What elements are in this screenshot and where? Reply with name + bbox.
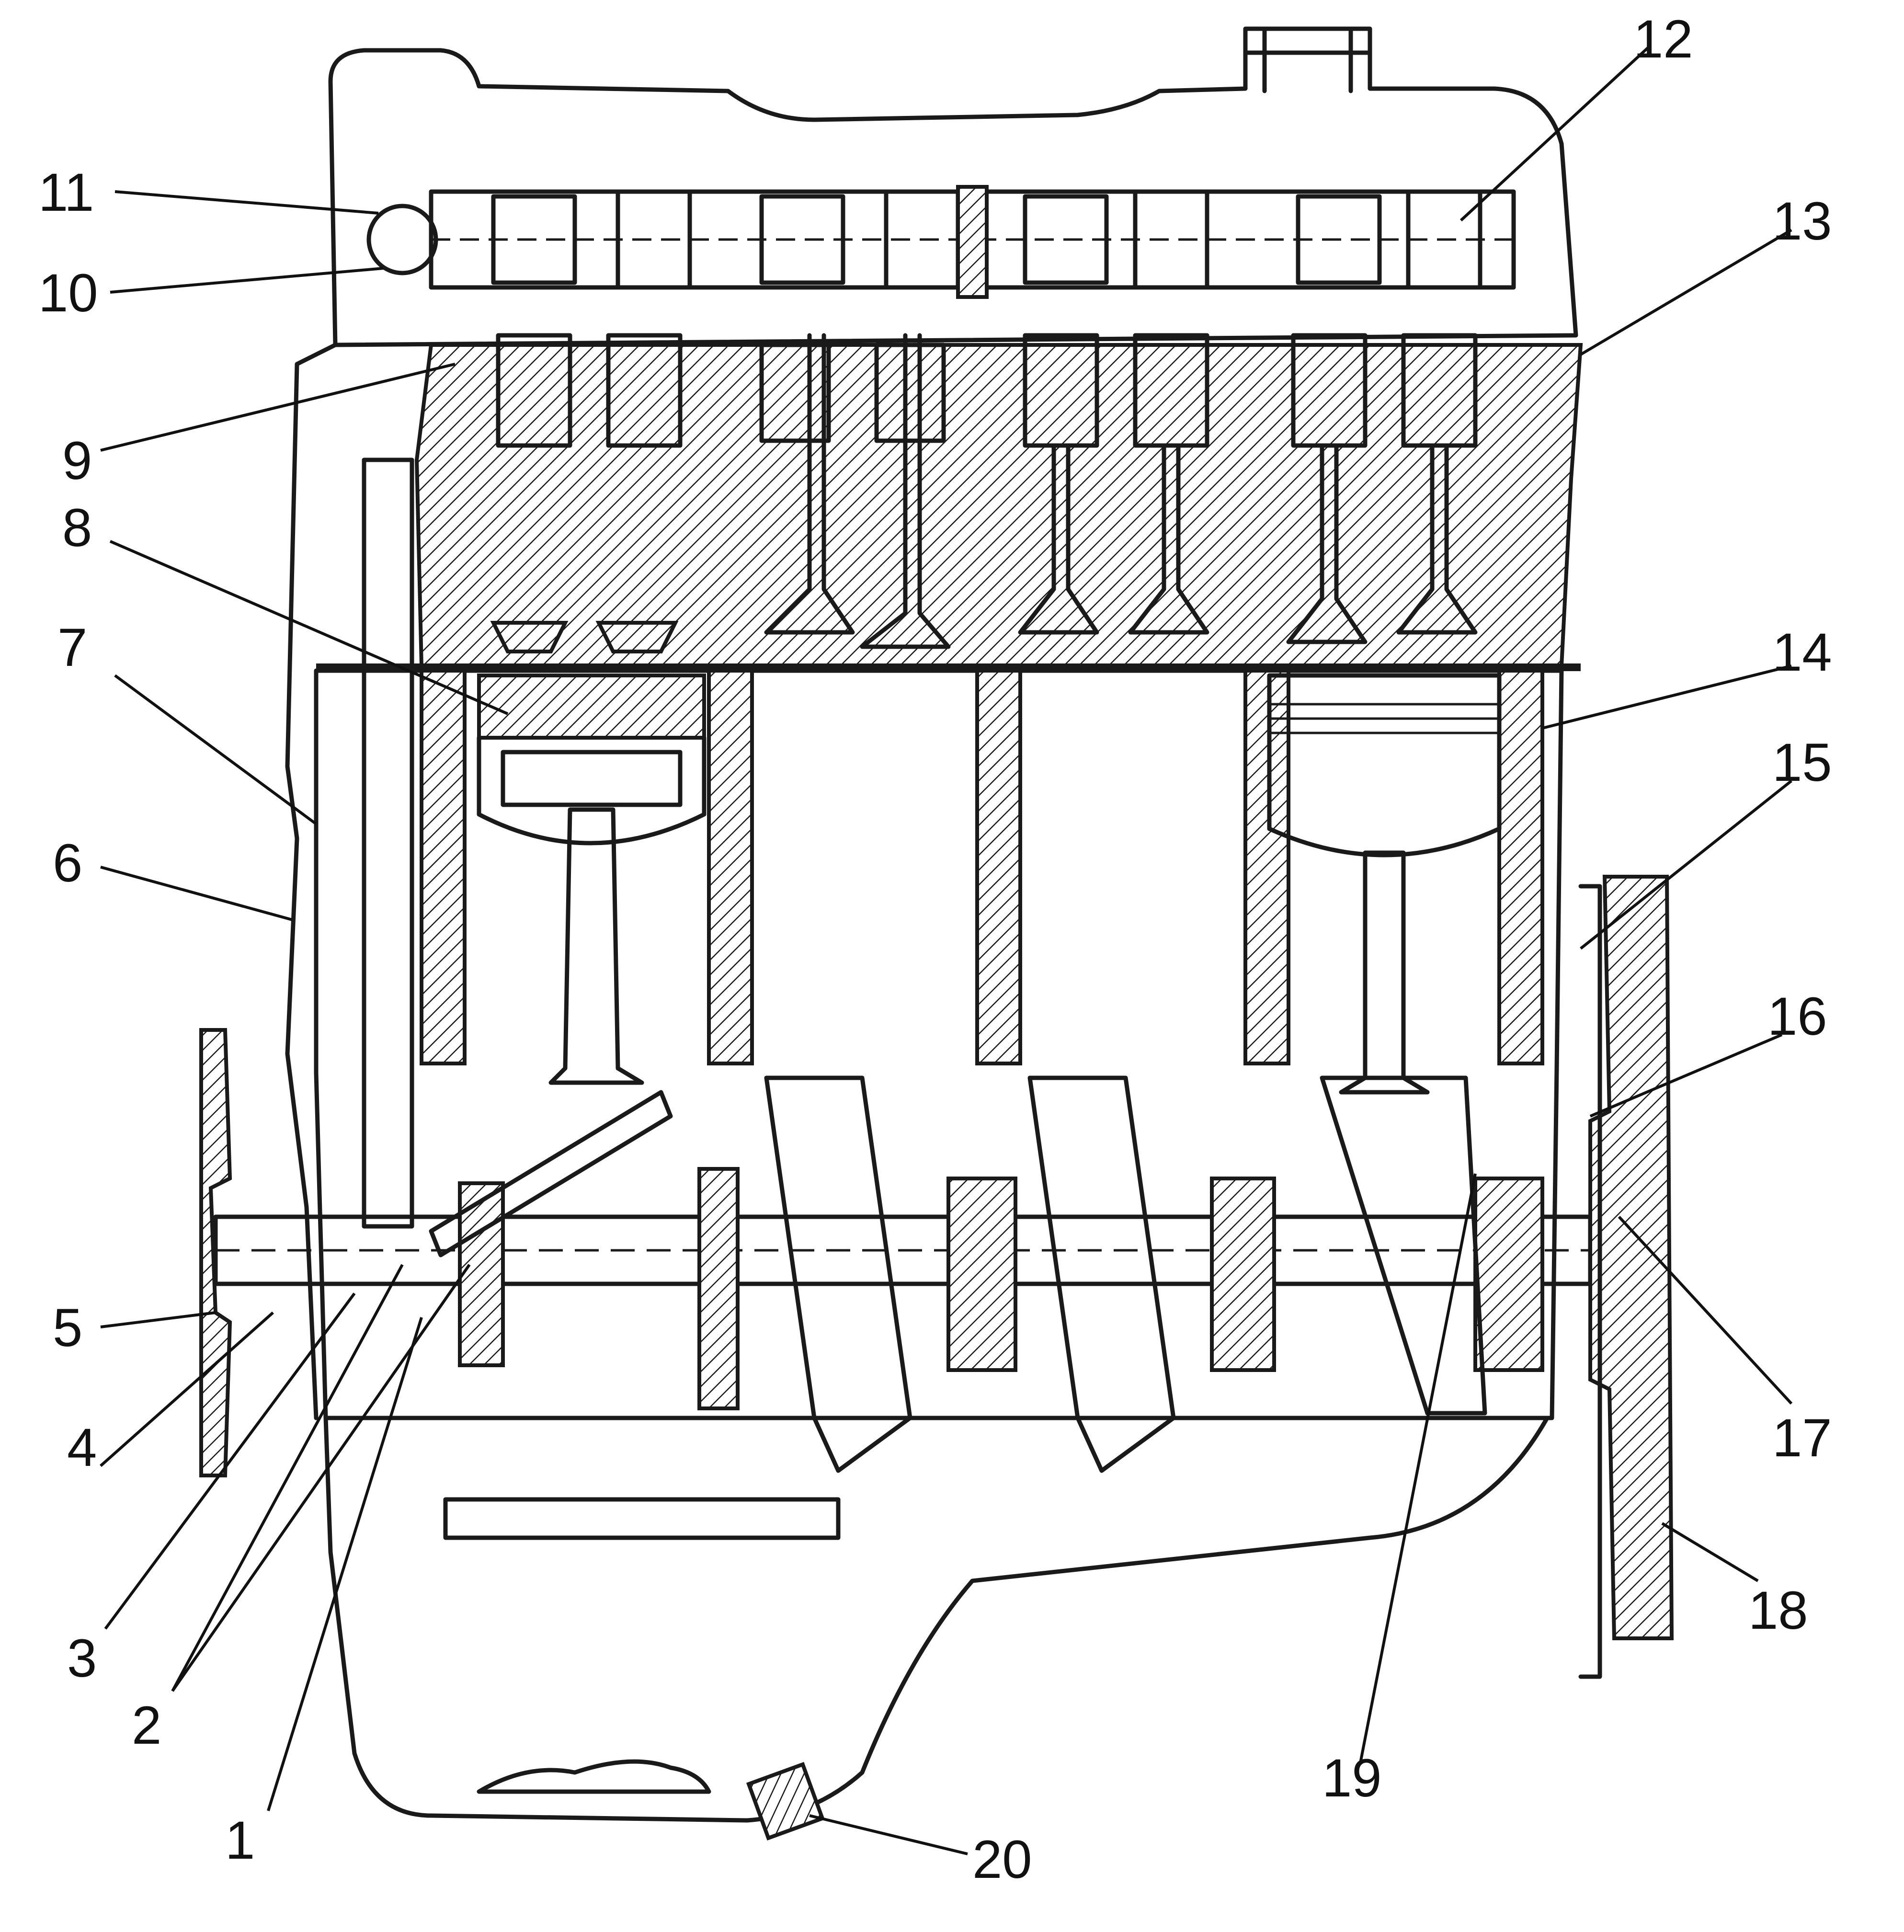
- callout-17: 17: [1772, 1408, 1832, 1468]
- callout-3: 3: [67, 1628, 97, 1688]
- cylinder-wall-1: [420, 669, 467, 1065]
- engine-drawing: [199, 26, 1674, 1841]
- oil-filler-neck: [1243, 26, 1372, 93]
- cylinder-block: [314, 668, 1564, 1420]
- callout-9: 9: [62, 431, 92, 491]
- crankshaft: [213, 1075, 1593, 1473]
- camshaft: [429, 185, 1516, 299]
- valves: [490, 333, 1478, 653]
- timing-chain: [362, 457, 414, 1229]
- callout-7: 7: [57, 617, 87, 677]
- callout-15: 15: [1772, 732, 1832, 792]
- callout-2: 2: [132, 1695, 161, 1755]
- callout-14: 14: [1772, 622, 1832, 682]
- cylinder-wall-2: [707, 669, 754, 1065]
- callout-13: 13: [1772, 191, 1832, 251]
- oil-pan: [323, 1416, 1550, 1823]
- connecting-rod-4: [1339, 850, 1430, 1095]
- callout-11: 11: [38, 162, 94, 222]
- callout-8: 8: [62, 498, 92, 558]
- callout-labels: 1 2 3 4 5 6 7 8 9 10 11 12 13 14 15 16 1…: [38, 9, 1832, 1889]
- cylinder-head: [414, 343, 1583, 668]
- camshaft-sprocket: [366, 204, 438, 275]
- leader-lines: [100, 46, 1793, 1855]
- callout-1: 1: [225, 1810, 255, 1870]
- callout-12: 12: [1633, 9, 1693, 69]
- timing-cover: [285, 343, 338, 1420]
- callout-10: 10: [38, 263, 98, 323]
- callout-6: 6: [53, 833, 82, 893]
- oil-baffle: [443, 1497, 841, 1540]
- oil-pickup: [477, 1759, 711, 1794]
- callout-5: 5: [53, 1298, 82, 1358]
- pistons: [477, 673, 1502, 857]
- cylinder-wall-5: [1497, 669, 1544, 1065]
- valve-cover: [328, 48, 1578, 347]
- callout-19: 19: [1322, 1748, 1382, 1808]
- flywheel: [1588, 875, 1674, 1640]
- cylinder-wall-4: [1243, 669, 1290, 1065]
- callout-18: 18: [1748, 1580, 1808, 1640]
- connecting-rod-1: [548, 807, 644, 1085]
- flywheel-ring: [1578, 884, 1602, 1679]
- cylinder-wall-3: [975, 669, 1022, 1065]
- oil-drain-plug: [746, 1761, 825, 1841]
- callout-20: 20: [972, 1829, 1032, 1889]
- callout-16: 16: [1767, 986, 1827, 1046]
- callout-4: 4: [67, 1418, 97, 1477]
- valve-springs: [496, 333, 1478, 448]
